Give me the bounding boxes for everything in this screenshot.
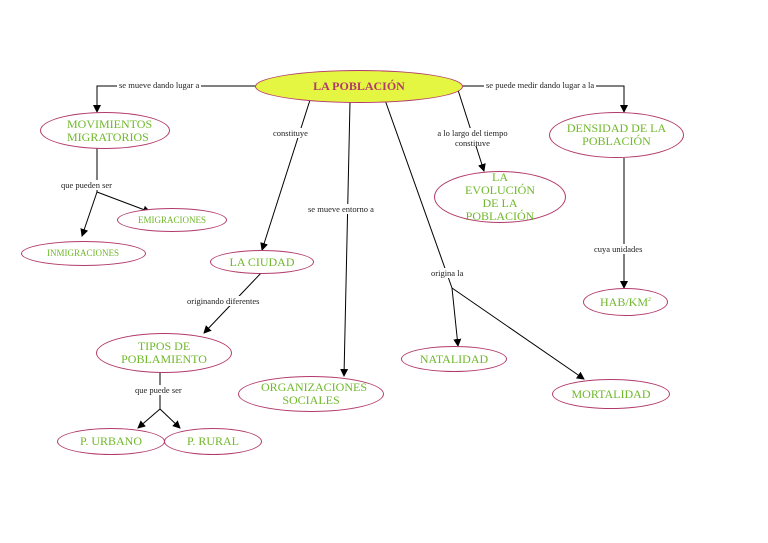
node-la-poblacion: LA POBLACIÓN <box>255 70 463 103</box>
node-p-rural-label: P. RURAL <box>186 434 239 448</box>
link-label-se-puede-medir: se puede medir dando lugar a la <box>484 80 597 90</box>
node-p-rural: P. RURAL <box>164 428 262 455</box>
node-inmigraciones: INMIGRACIONES <box>21 241 146 266</box>
node-densidad-label: DENSIDAD DE LA POBLACIÓN <box>566 121 667 148</box>
node-tipos-poblamiento: TIPOS DE POBLAMIENTO <box>96 333 232 373</box>
link-label-a-lo-largo: a lo largo del tiempo constituye <box>423 128 522 146</box>
node-p-urbano-label: P. URBANO <box>79 434 142 448</box>
link-label-constituye: constituye <box>271 128 310 138</box>
node-hab-superscript: 2 <box>648 296 651 303</box>
node-la-ciudad: LA CIUDAD <box>210 250 314 274</box>
node-organizaciones-sociales: ORGANIZACIONES SOCIALES <box>238 376 384 412</box>
node-movimientos-label: MOVIMIENTOS MIGRATORIOS <box>67 116 153 144</box>
link-label-que-pueden-ser: que pueden ser <box>59 180 114 190</box>
link-label-se-mueve-entorno: se mueve entorno a <box>306 204 376 214</box>
node-evolucion-poblacion: LA EVOLUCIÓN DE LA POBLACIÓN <box>434 171 566 223</box>
node-natalidad-label: NATALIDAD <box>419 351 489 366</box>
node-hab-text: HAB/KM <box>599 294 648 309</box>
link-label-que-puede-ser: que puede ser <box>133 385 184 395</box>
node-la-poblacion-label: LA POBLACIÓN <box>313 79 405 93</box>
node-mortalidad-label: MORTALIDAD <box>571 386 651 401</box>
node-emigraciones-label: EMIGRACIONES <box>137 214 206 225</box>
node-natalidad: NATALIDAD <box>401 346 507 372</box>
link-label-cuya-unidades: cuya unidades <box>592 244 645 254</box>
node-tipos-label: TIPOS DE POBLAMIENTO <box>121 339 207 366</box>
node-densidad-poblacion: DENSIDAD DE LA POBLACIÓN <box>549 112 684 158</box>
link-label-originando: originando diferentes <box>185 296 262 306</box>
node-evolucion-label: LA EVOLUCIÓN DE LA POBLACIÓN <box>465 170 535 223</box>
node-p-urbano: P. URBANO <box>57 428 165 455</box>
node-la-ciudad-label: LA CIUDAD <box>229 254 295 269</box>
node-emigraciones: EMIGRACIONES <box>117 208 227 232</box>
node-movimientos-migratorios: MOVIMIENTOS MIGRATORIOS <box>40 112 170 149</box>
link-label-se-mueve: se mueve dando lugar a <box>117 80 202 90</box>
link-label-origina-la: origina la <box>429 268 466 278</box>
node-hab-km2: HAB/KM2 <box>583 288 668 316</box>
node-mortalidad: MORTALIDAD <box>552 379 670 409</box>
node-organizaciones-label: ORGANIZACIONES SOCIALES <box>261 380 367 407</box>
node-inmigraciones-label: INMIGRACIONES <box>47 248 119 258</box>
node-hab-label: HAB/KM2 <box>599 294 651 309</box>
